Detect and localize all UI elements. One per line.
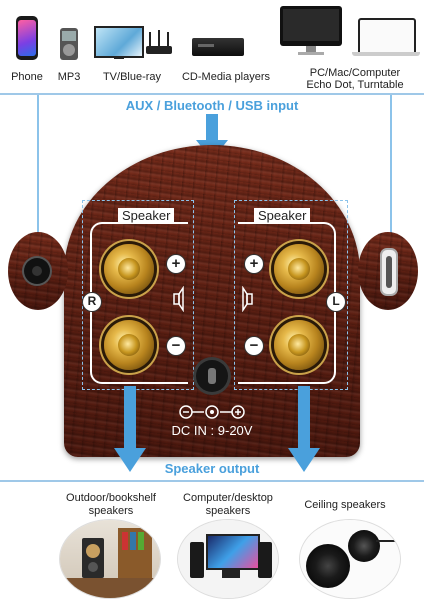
left-connector-line	[37, 95, 39, 263]
cd-player-icon	[192, 38, 244, 56]
left-speaker-title: Speaker	[118, 208, 175, 224]
top-divider-line	[0, 93, 424, 95]
tv-router-icon	[94, 26, 174, 60]
output-label-computer-2: speakers	[205, 505, 251, 517]
left-minus-sign: −	[166, 336, 186, 356]
computer-laptop-icon	[280, 6, 420, 58]
right-channel-badge: L	[326, 292, 346, 312]
dc-polarity-icon	[179, 405, 245, 419]
bookshelf-speakers-image	[60, 520, 160, 598]
output-label-ceiling: Ceiling speakers	[304, 499, 386, 511]
device-label-cd: CD-Media players	[181, 71, 271, 83]
dc-in-label: DC IN : 9-20V	[171, 423, 253, 438]
device-icons-row: Phone MP3 TV/Blue-ray CD-Media players P…	[0, 0, 424, 95]
output-arrow-left-icon	[114, 386, 146, 472]
device-label-pc: PC/Mac/Computer	[309, 67, 401, 79]
device-label-phone: Phone	[11, 71, 43, 83]
output-label-outdoor: Outdoor/bookshelf	[66, 492, 156, 504]
right-connector-line	[390, 95, 392, 259]
output-arrow-right-icon	[288, 386, 320, 472]
left-negative-terminal[interactable]	[104, 320, 154, 370]
input-label: AUX / Bluetooth / USB input	[125, 98, 299, 113]
left-channel-badge: R	[82, 292, 102, 312]
right-plus-sign: +	[244, 254, 264, 274]
speaker-symbol-icon	[242, 286, 253, 312]
speaker-symbol-icon	[173, 286, 184, 312]
right-speaker-title: Speaker	[254, 208, 311, 224]
right-minus-sign: −	[244, 336, 264, 356]
device-label-tv: TV/Blue-ray	[102, 71, 162, 83]
right-positive-terminal[interactable]	[274, 244, 324, 294]
left-speaker-panel	[82, 200, 194, 390]
phone-icon	[16, 16, 38, 60]
left-plus-sign: +	[166, 254, 186, 274]
bottom-divider-line	[0, 480, 424, 482]
usb-c-port-icon[interactable]	[380, 248, 398, 296]
amplifier-body	[64, 145, 360, 457]
output-label-computer: Computer/desktop	[183, 492, 273, 504]
dc-jack-icon[interactable]	[196, 360, 228, 392]
mp3-player-icon	[60, 28, 78, 60]
device-label-mp3: MP3	[57, 71, 81, 83]
right-negative-terminal[interactable]	[274, 320, 324, 370]
ceiling-speakers-image	[300, 520, 400, 598]
aux-jack-icon[interactable]	[24, 258, 50, 284]
output-label-outdoor-2: speakers	[88, 505, 134, 517]
right-speaker-panel	[234, 200, 348, 390]
desktop-speakers-image	[178, 520, 278, 598]
output-label: Speaker output	[164, 461, 260, 476]
device-label-pc-2: Echo Dot, Turntable	[306, 79, 404, 91]
left-positive-terminal[interactable]	[104, 244, 154, 294]
